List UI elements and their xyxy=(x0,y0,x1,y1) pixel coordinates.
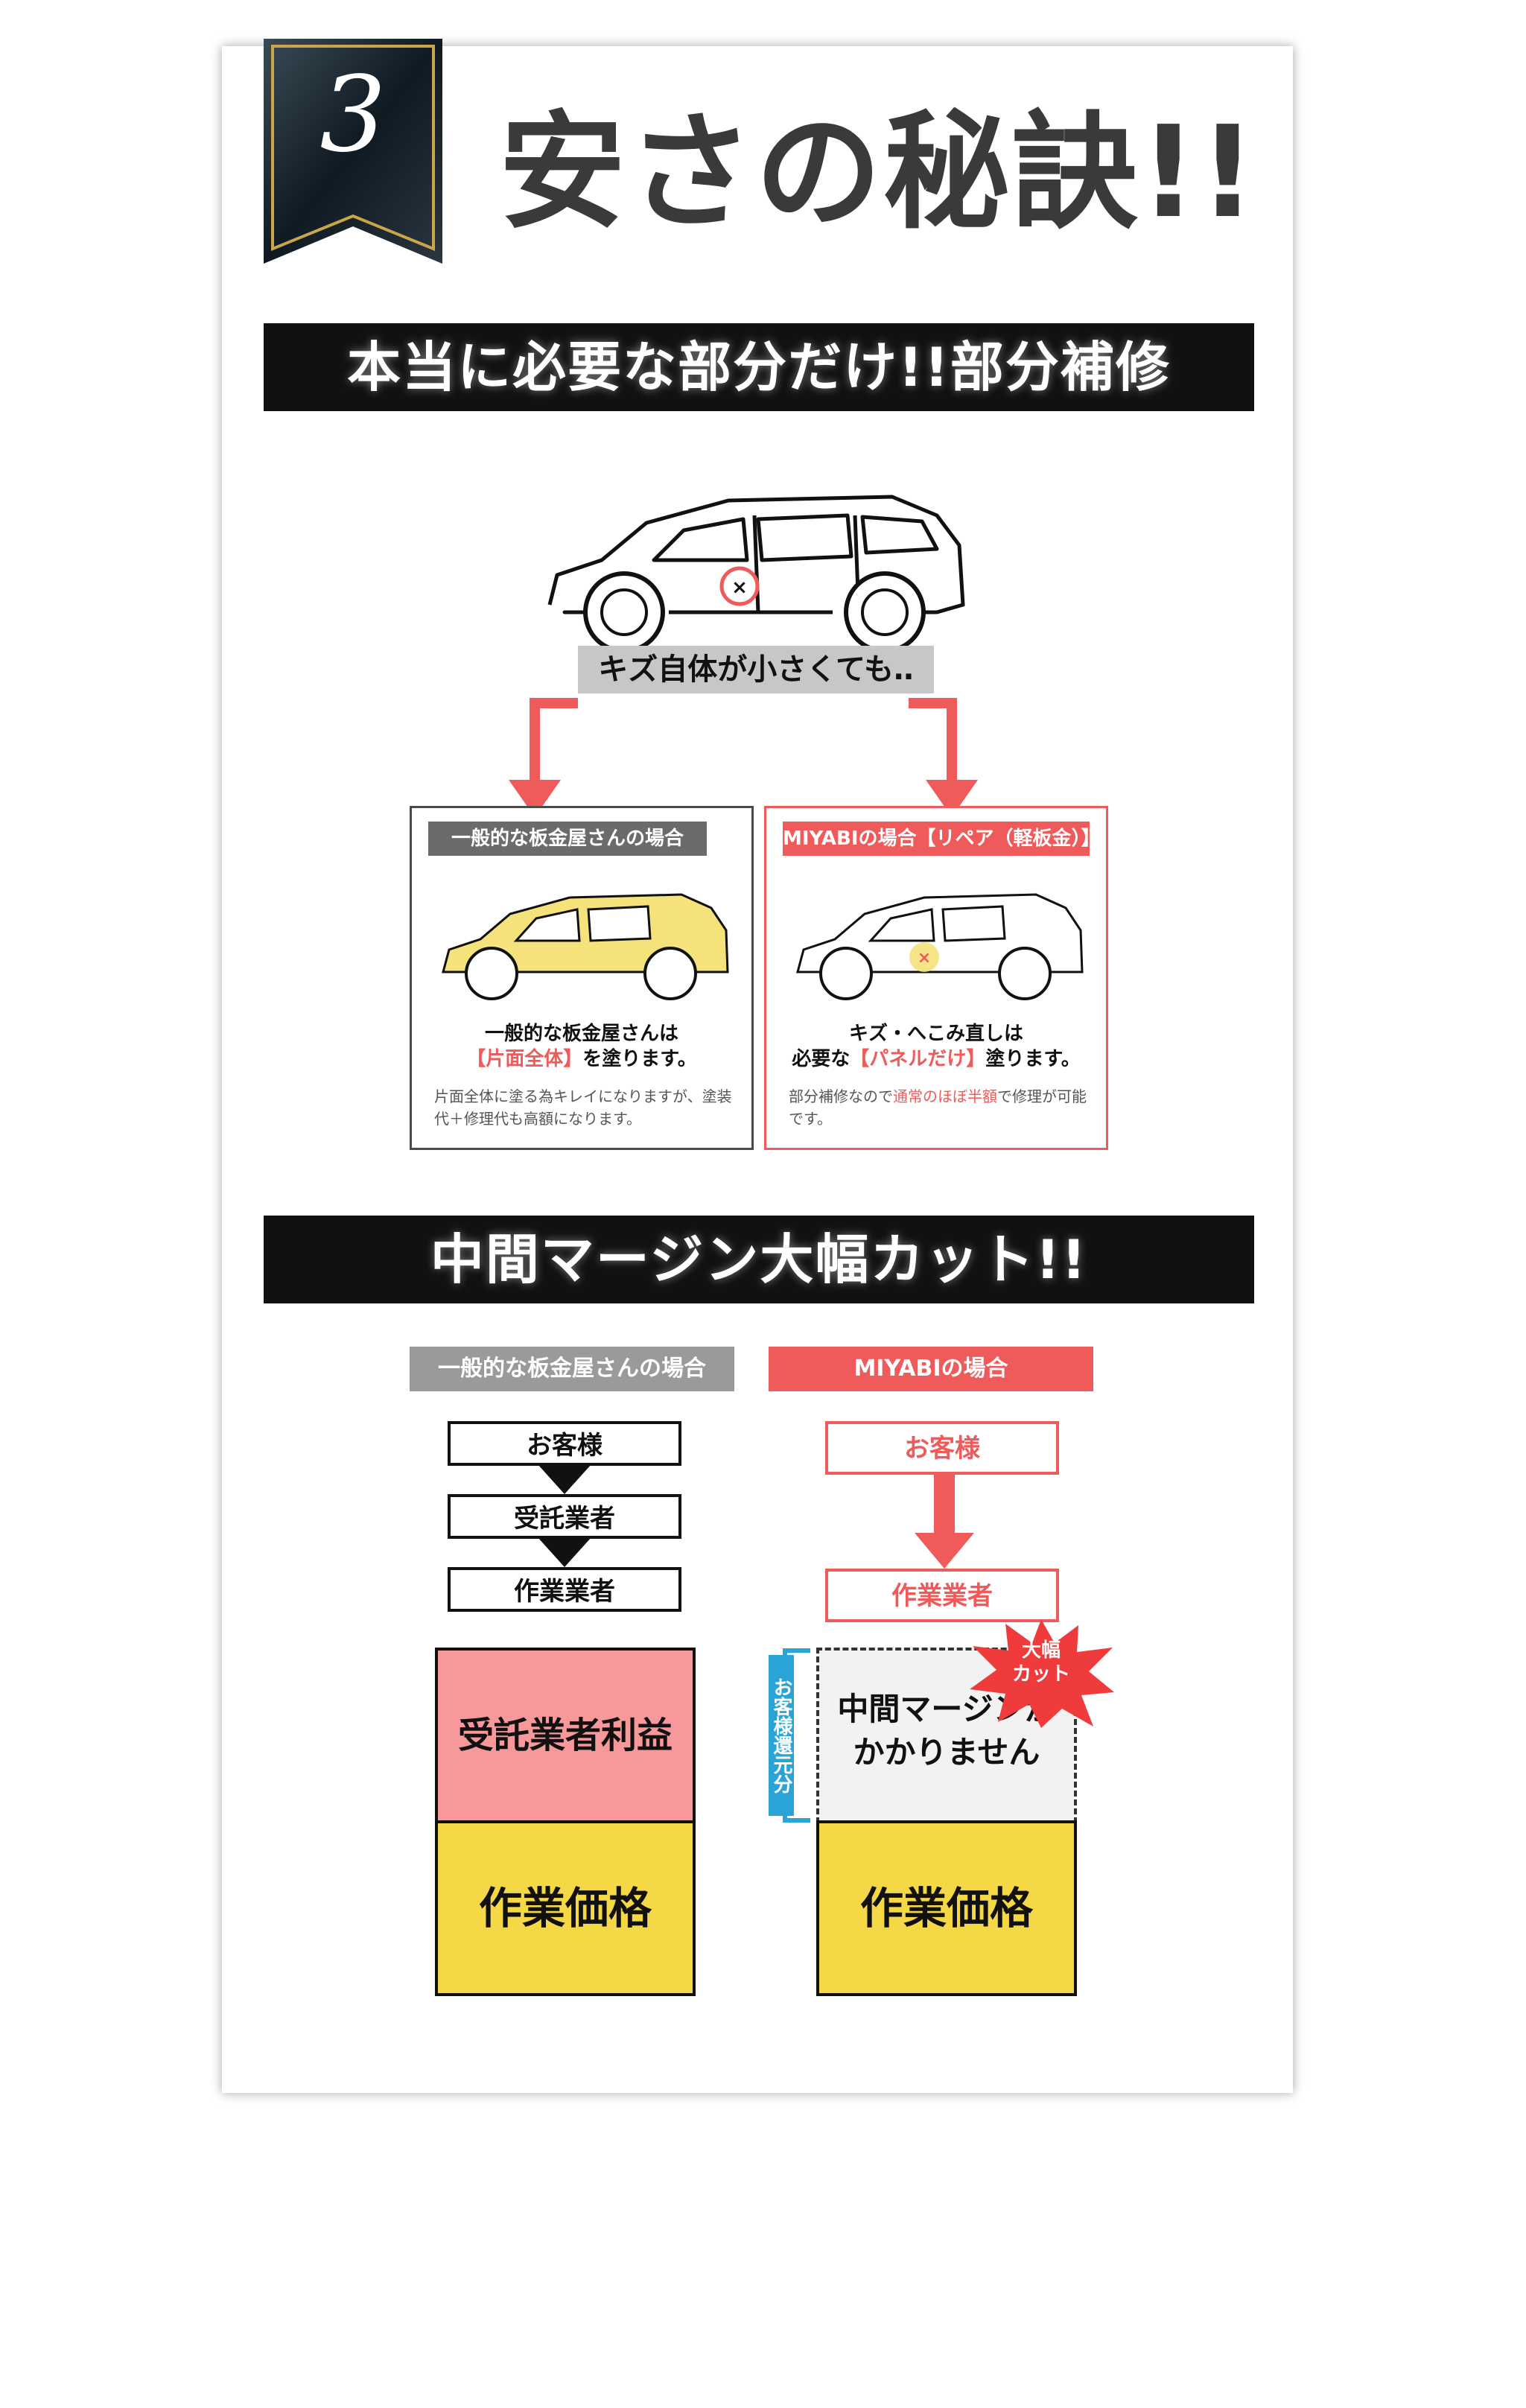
page-heading: 安さの秘訣!! xyxy=(499,99,1259,247)
miyabi-flow-worker: 作業業者 xyxy=(825,1569,1059,1622)
miyabi-note: 部分補修なので通常のほぼ半額で修理が可能です。 xyxy=(789,1087,1087,1128)
number-ribbon-badge: 3 xyxy=(264,39,442,264)
miyabi-work-price-bar: 作業価格 xyxy=(816,1820,1077,1996)
section-banner-partial-repair: 本当に必要な部分だけ!!部分補修 xyxy=(264,323,1254,411)
customer-return-label: お客様還元分 xyxy=(769,1655,794,1816)
big-cut-burst-icon xyxy=(970,1619,1114,1728)
miyabi-flow-customer: お客様 xyxy=(825,1421,1059,1475)
general-shop-note: 片面全体に塗る為キレイになりますが、塗装代＋修理代も高額になります。 xyxy=(434,1087,732,1128)
suv-spot-repair-illustration: × xyxy=(796,893,1084,1000)
miyabi-tag: MIYABIの場合【リペア（軽板金）】 xyxy=(783,822,1101,856)
section-banner-margin-cut: 中間マージン大幅カット!! xyxy=(264,1216,1254,1303)
flow-customer: お客様 xyxy=(448,1421,681,1466)
general-shop-box: 一般的な板金屋さんの場合 一般的な板金屋さんは 【片面全体】を塗ります。 片面全… xyxy=(410,806,754,1150)
flow-arrow-down-icon xyxy=(538,1464,591,1494)
scratch-size-label: キズ自体が小さくても‥ xyxy=(578,646,934,693)
scratch-marker-icon xyxy=(719,566,760,606)
general-shop-line2: 【片面全体】を塗ります。 xyxy=(466,1048,697,1070)
contractor-profit-bar: 受託業者利益 xyxy=(435,1648,696,1823)
spot-mark-icon: × xyxy=(918,949,931,968)
badge-number: 3 xyxy=(319,54,386,176)
flow-arrow-down-icon xyxy=(538,1537,591,1567)
miyabi-line2: 必要な【パネルだけ】塗ります。 xyxy=(792,1048,1081,1070)
general-work-price-bar: 作業価格 xyxy=(435,1820,696,1996)
no-margin-line2: かかりません xyxy=(853,1734,1040,1770)
no-margin-bar: 中間マージンが かかりません xyxy=(816,1648,1077,1823)
miyabi-box: MIYABIの場合【リペア（軽板金）】 × キズ・へこみ直しは 必要な【パネルだ… xyxy=(764,806,1108,1150)
suv-yellow-panel-illustration xyxy=(442,893,729,1000)
flow-contractor: 受託業者 xyxy=(448,1494,681,1539)
miyabi-line1: キズ・へこみ直しは xyxy=(848,1023,1023,1045)
general-shop-tag: 一般的な板金屋さんの場合 xyxy=(428,822,707,856)
flow-worker: 作業業者 xyxy=(448,1567,681,1612)
compare-general-tag: 一般的な板金屋さんの場合 xyxy=(410,1347,734,1391)
big-cut-burst-text: 大幅 カット xyxy=(1011,1639,1070,1686)
general-shop-line1: 一般的な板金屋さんは xyxy=(484,1023,678,1045)
compare-miyabi-tag: MIYABIの場合 xyxy=(769,1347,1093,1391)
content-card: 3 安さの秘訣!! 本当に必要な部分だけ!!部分補修 × キズ自体が小さくても‥… xyxy=(222,39,1293,2093)
split-arrows xyxy=(509,698,978,817)
miyabi-flow-arrow-icon xyxy=(915,1475,974,1569)
svg-text:×: × xyxy=(731,576,748,599)
